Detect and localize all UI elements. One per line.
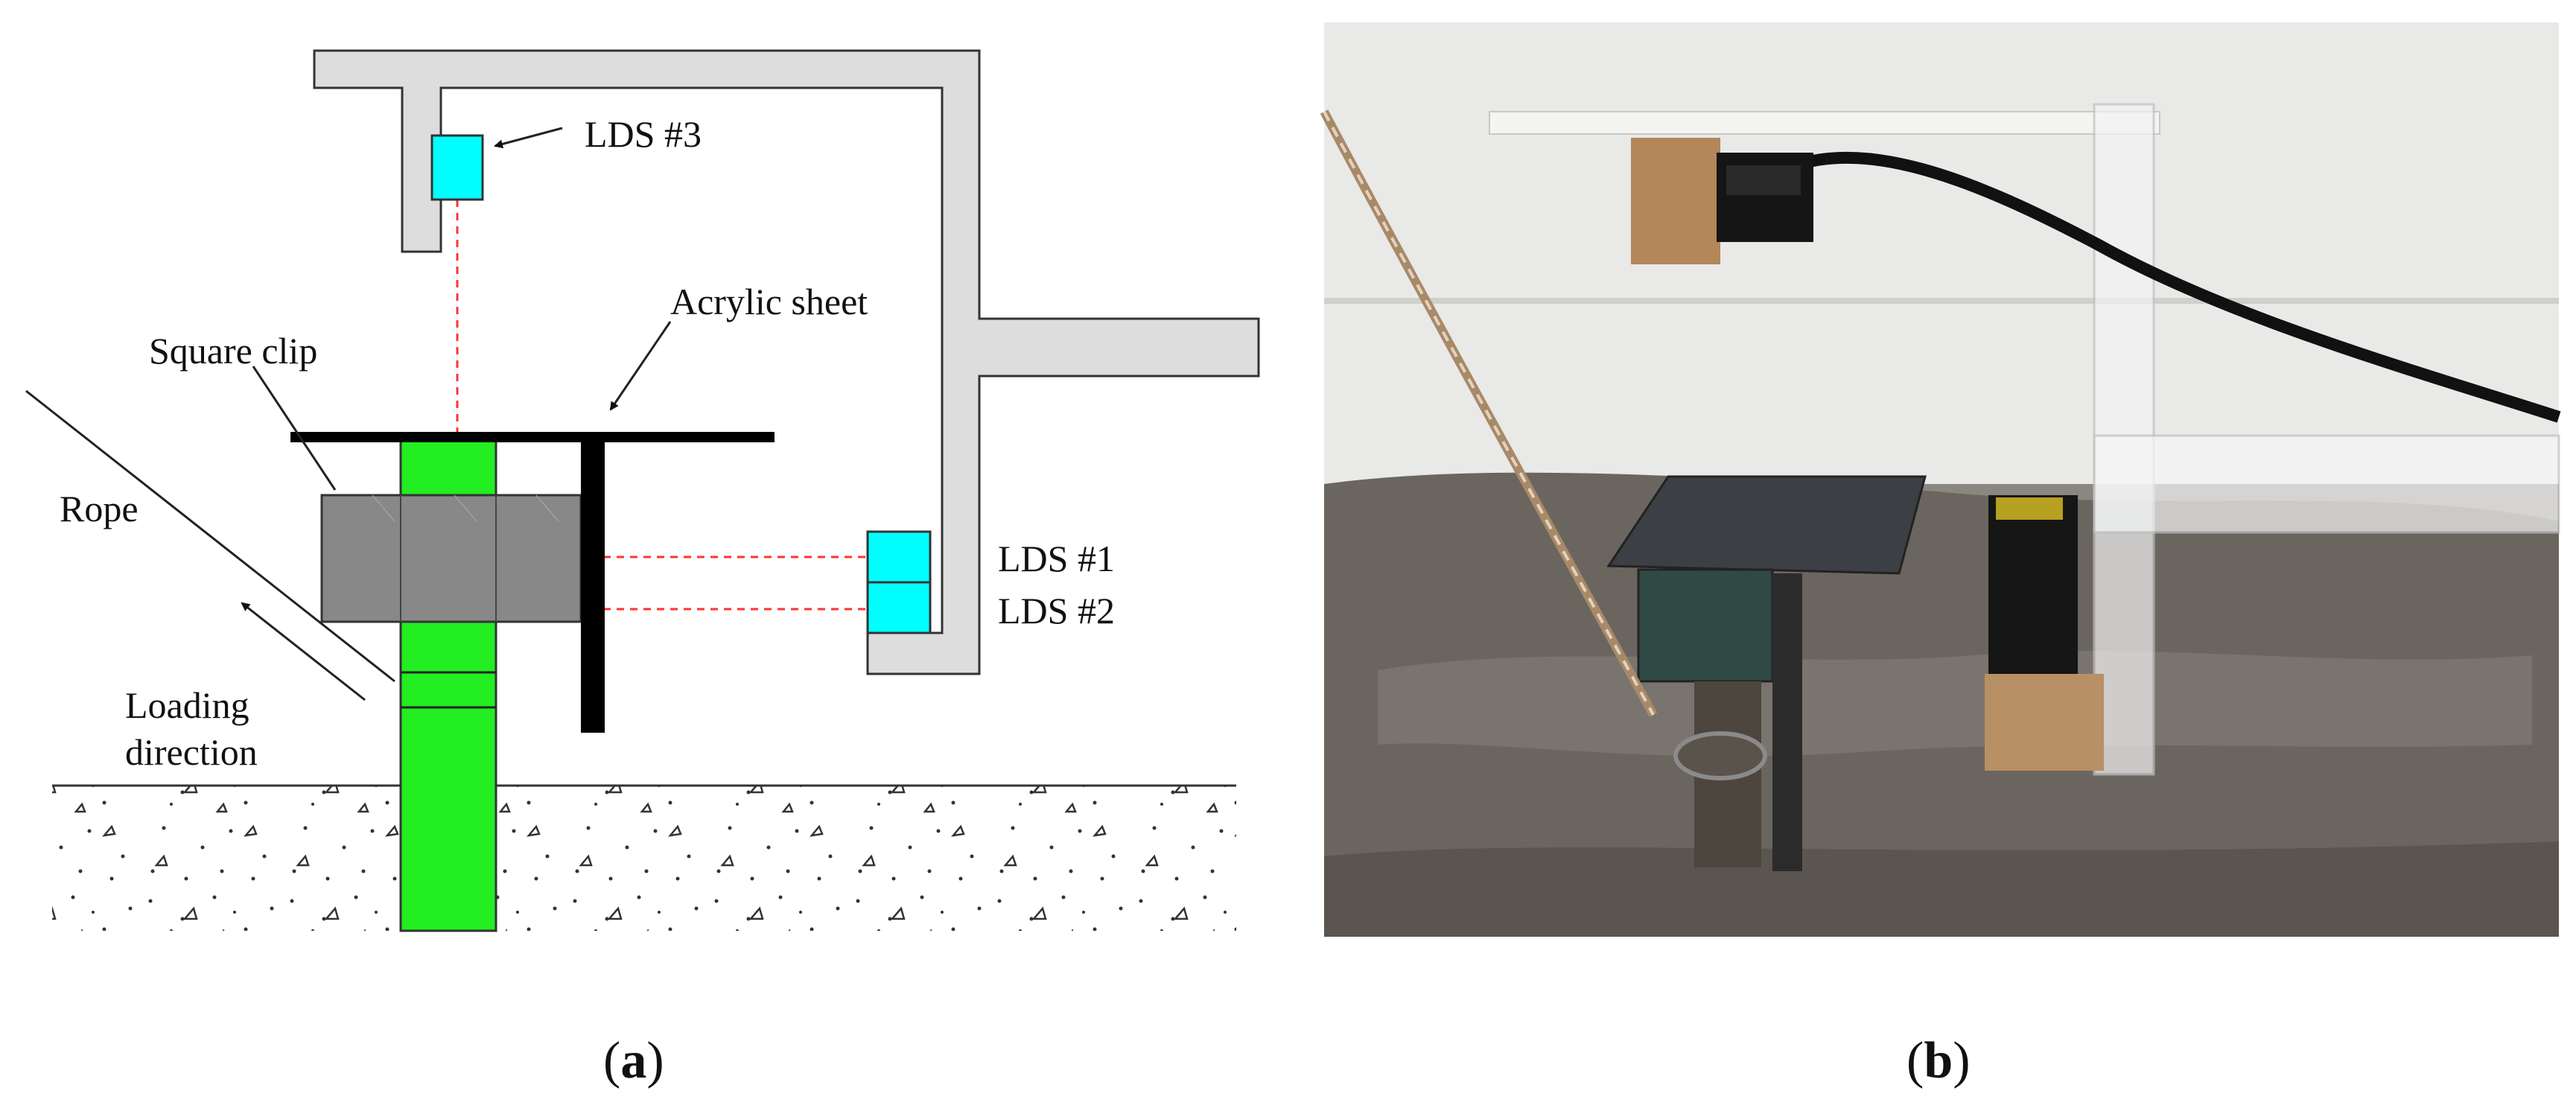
mud-highlight <box>1378 651 2532 757</box>
vertical-plate <box>581 442 605 733</box>
pile-clamp-photo <box>1673 731 1767 780</box>
loading-direction-arrow <box>241 602 366 701</box>
lds1-sensor <box>866 530 932 584</box>
square-clip-photo <box>1637 568 1774 683</box>
tank-wall <box>1324 22 2559 484</box>
photo-panel-b <box>1320 22 2561 937</box>
square-clip <box>320 494 582 623</box>
acrylic-sheet-leader-arrow <box>609 321 672 411</box>
caption-a-letter: a <box>620 1032 647 1089</box>
loading-direction-label-line1: Loading <box>125 684 249 726</box>
acrylic-bar-horizontal <box>2093 434 2560 534</box>
lds-sensor-yellow-tab <box>1996 497 2063 520</box>
mud-shadow <box>1324 841 2559 937</box>
vertical-plate-photo <box>1772 573 1802 871</box>
schematic-panel-a <box>25 49 1260 932</box>
clip-hatch-1 <box>372 494 395 522</box>
acrylic-plate-photo <box>1606 475 1927 575</box>
lds3-leader-arrow <box>494 127 563 149</box>
lds3-sensor <box>430 134 484 201</box>
clip-hatch-2 <box>454 494 477 522</box>
square-clip-leader <box>252 366 337 491</box>
lds3-label: LDS #3 <box>585 113 702 155</box>
rope <box>25 389 395 683</box>
lds3-sensor-label <box>1726 165 1801 195</box>
clip-hatch-3 <box>535 494 559 522</box>
wooden-mount-bottom <box>1985 674 2104 771</box>
acrylic-sheet-label: Acrylic sheet <box>670 281 868 322</box>
wooden-mount-top <box>1631 138 1720 264</box>
caption-b-letter: b <box>1924 1032 1953 1089</box>
rope-label: Rope <box>60 488 139 529</box>
lds1-2-sensor-photo <box>1988 495 2078 674</box>
loading-direction-label-line2: direction <box>125 731 258 773</box>
lds2-label: LDS #2 <box>998 590 1115 631</box>
tank-rim <box>1489 111 2160 135</box>
rope-photo-strand <box>1323 111 1655 716</box>
tank-wall-seam <box>1324 298 2559 304</box>
sensor-cable <box>1777 152 2561 423</box>
acrylic-sheet <box>290 432 775 442</box>
square-clip-label: Square clip <box>149 330 318 372</box>
lds2-sensor <box>866 581 932 634</box>
caption-a: (a) <box>603 1032 664 1089</box>
lds1-label: LDS #1 <box>998 538 1115 579</box>
caption-b: (b) <box>1906 1032 1971 1089</box>
soil-region <box>52 786 1236 931</box>
